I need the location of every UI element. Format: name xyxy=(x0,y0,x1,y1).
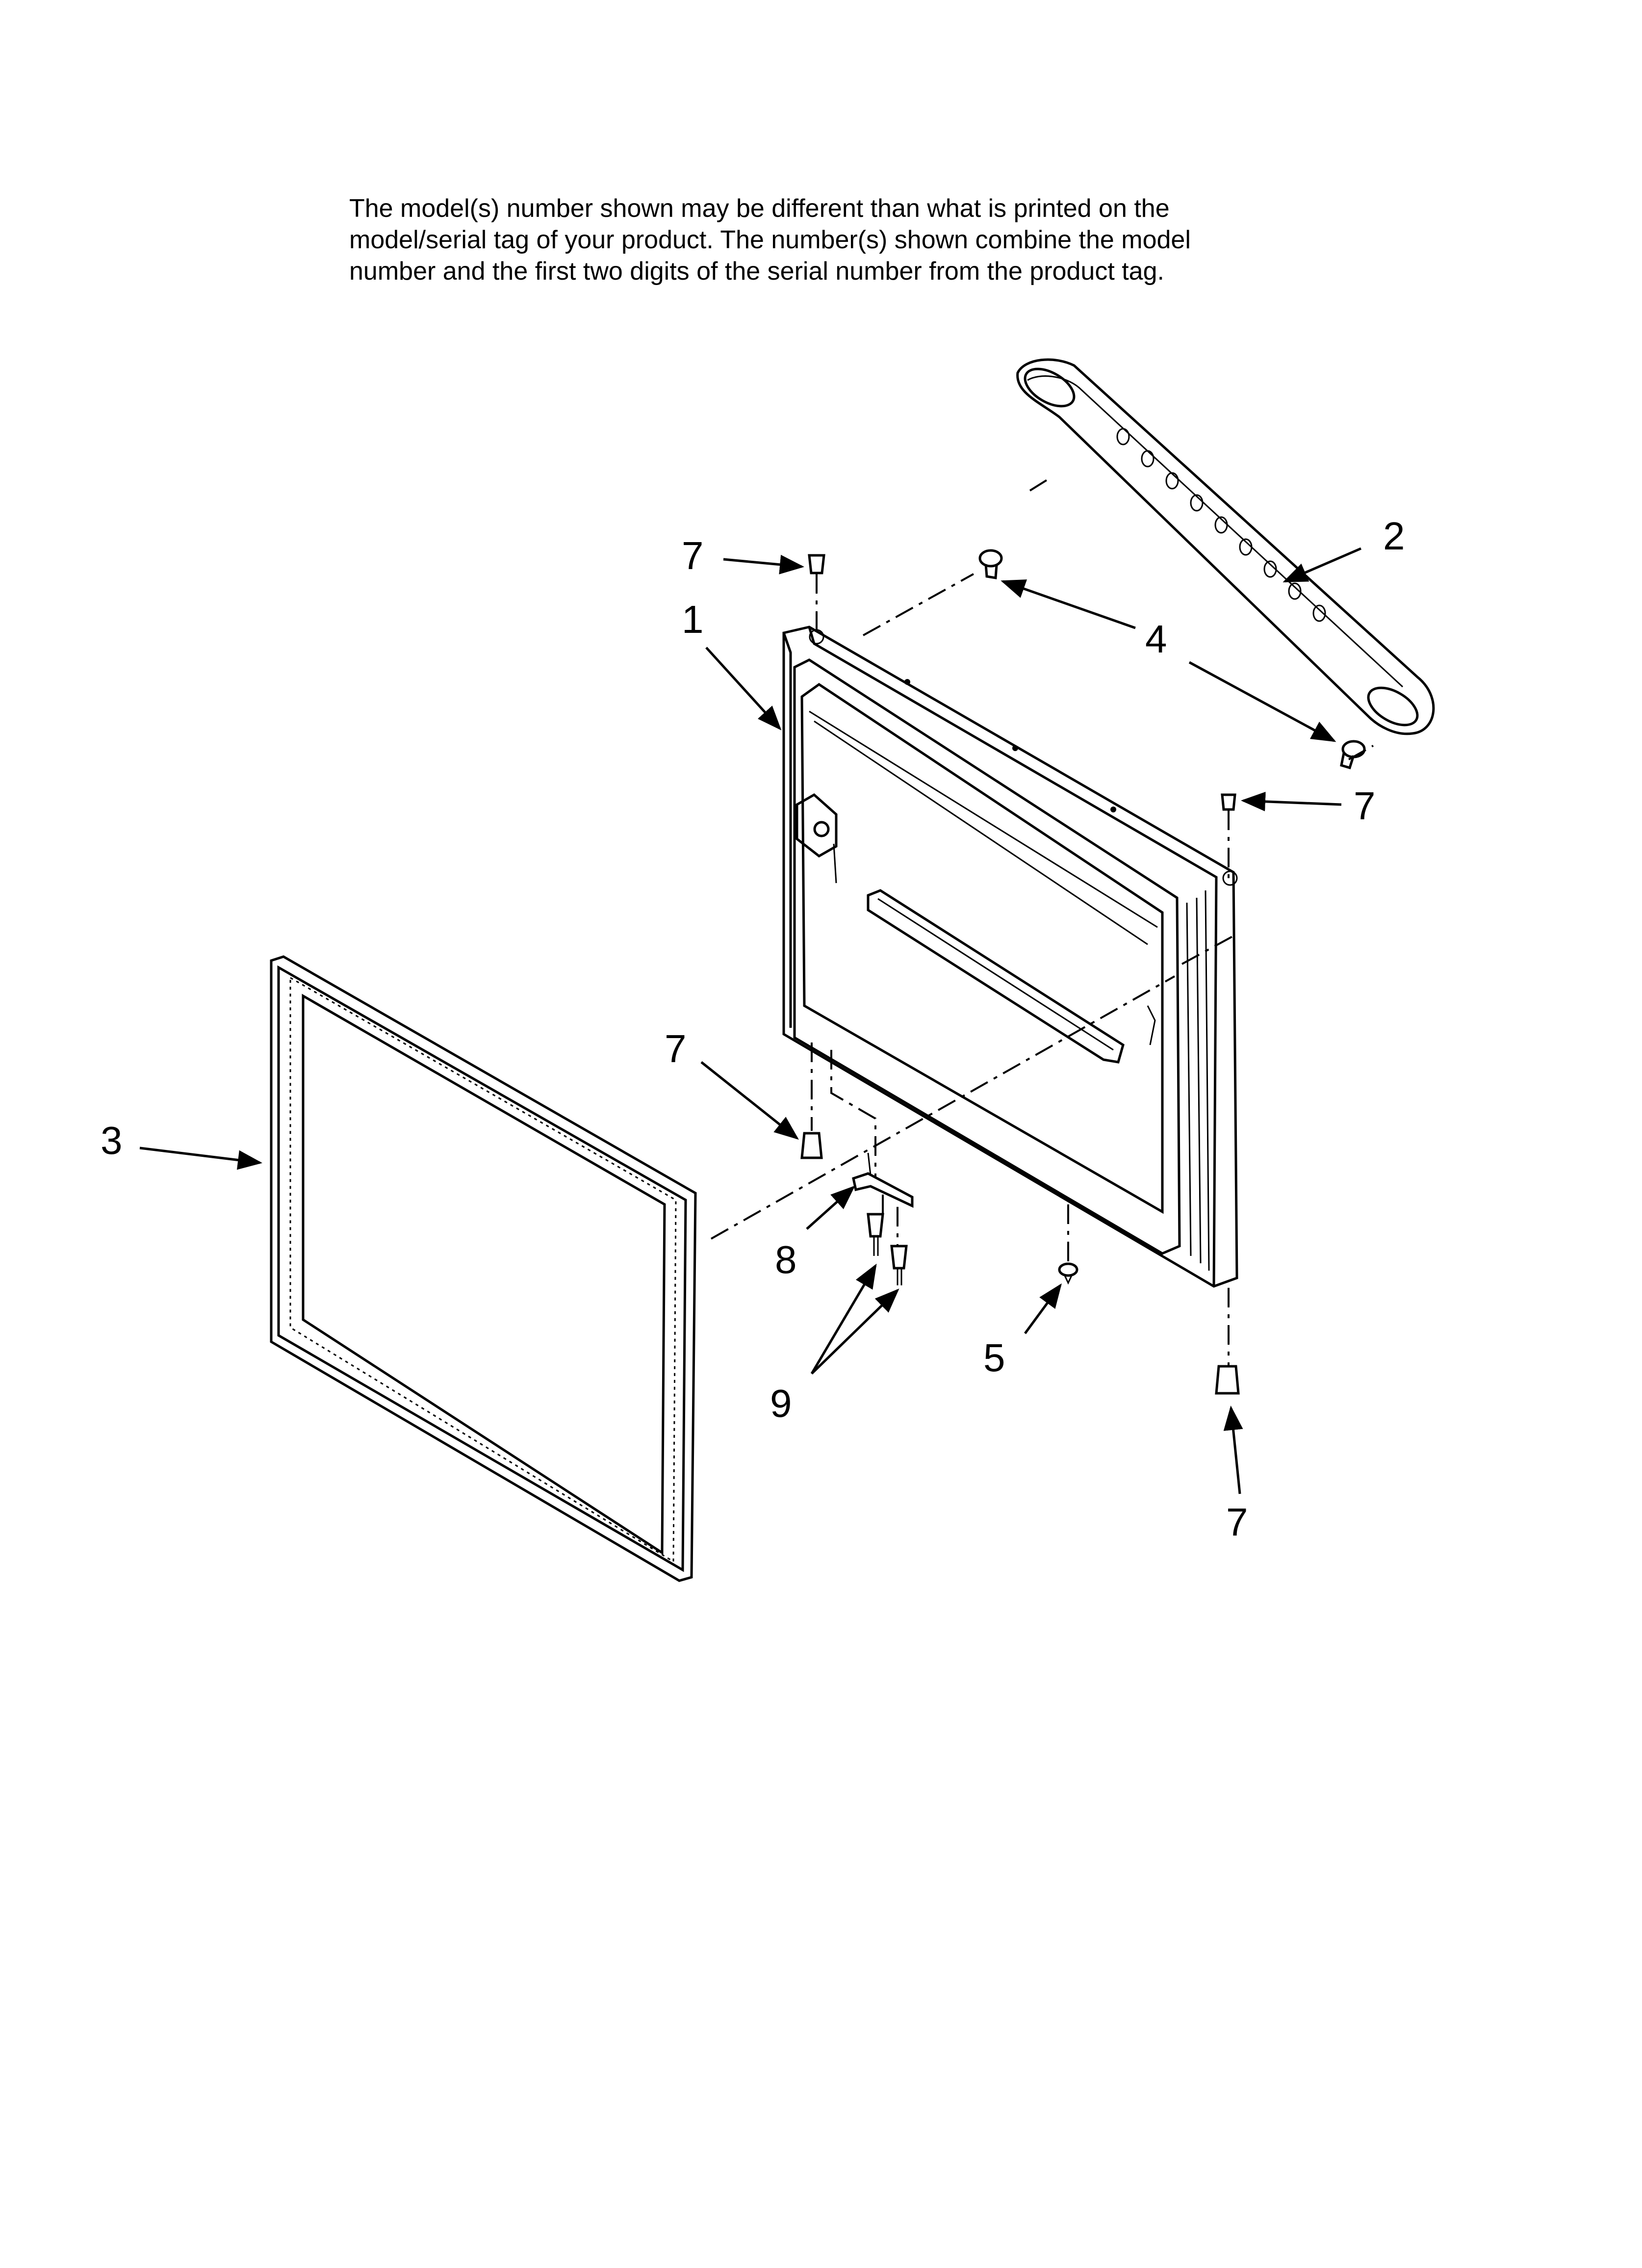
callout-3: 3 xyxy=(101,1119,123,1162)
notice-line-2: model/serial tag of your product. The nu… xyxy=(349,226,1191,254)
door-handle xyxy=(1016,358,1435,735)
leader-arrows xyxy=(139,547,1361,1494)
callout-1: 1 xyxy=(682,598,704,641)
notice-line-1: The model(s) number shown may be differe… xyxy=(349,194,1170,223)
assembly-guide-lines xyxy=(711,477,1374,1366)
bracket-screws xyxy=(867,1213,908,1285)
callout-8: 8 xyxy=(775,1238,797,1281)
door-gasket xyxy=(270,955,697,1582)
callout-7-left: 7 xyxy=(665,1027,687,1070)
hinge-pin-bracket xyxy=(852,1152,914,1208)
door-screw xyxy=(1058,1262,1078,1285)
model-number-notice: The model(s) number shown may be differe… xyxy=(349,193,1477,287)
handle-mounting-studs xyxy=(978,549,1366,770)
callout-7-right: 7 xyxy=(1354,784,1376,828)
notice-line-3: number and the first two digits of the s… xyxy=(349,257,1164,286)
callout-7-top: 7 xyxy=(682,534,704,577)
freezer-door xyxy=(782,626,1238,1288)
callout-4: 4 xyxy=(1145,617,1167,661)
callout-9: 9 xyxy=(770,1382,792,1425)
callout-5: 5 xyxy=(983,1336,1005,1380)
callout-2: 2 xyxy=(1383,514,1405,558)
door-plugs xyxy=(800,554,1240,1395)
callout-7-bottom: 7 xyxy=(1226,1500,1248,1544)
